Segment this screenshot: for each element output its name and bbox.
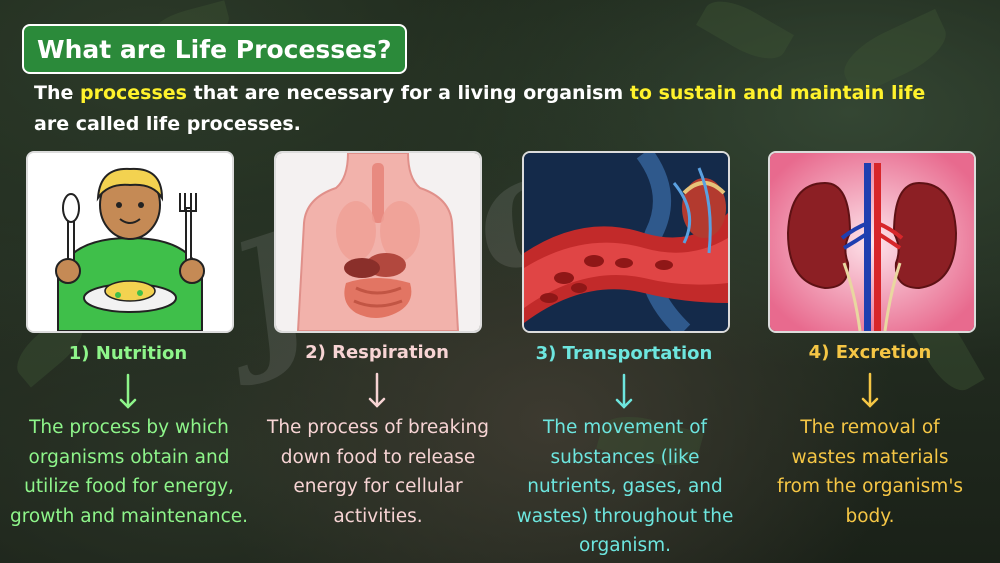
description-respiration: The process of breaking down food to rel… — [267, 417, 489, 527]
boy-eating-icon — [28, 153, 232, 331]
human-torso-organs-icon — [276, 153, 480, 331]
highlight-sustain: to sustain and maintain life — [629, 82, 926, 104]
kidneys-icon — [770, 153, 974, 331]
respiration-image — [274, 151, 482, 333]
arrow-down-icon — [368, 372, 386, 408]
label-nutrition: 1) Nutrition — [68, 343, 188, 364]
excretion-image — [768, 151, 976, 333]
label-transportation: 3) Transportation — [535, 343, 713, 364]
description-transportation: The movement of substances (like nutrien… — [516, 417, 734, 556]
blood-vessel-heart-icon — [524, 153, 728, 331]
description-nutrition: The process by which organisms obtain an… — [9, 417, 249, 527]
label-excretion: 4) Excretion — [808, 342, 932, 363]
background-leaf — [696, 0, 794, 70]
transportation-image — [522, 151, 730, 333]
slide-title: What are Life Processes? — [22, 24, 407, 74]
label-respiration: 2) Respiration — [305, 342, 449, 363]
arrow-down-icon — [119, 373, 137, 409]
highlight-processes: processes — [80, 82, 187, 104]
nutrition-image — [26, 151, 234, 333]
arrow-down-icon — [861, 372, 879, 408]
intro-text: The processes that are necessary for a l… — [34, 82, 926, 135]
description-excretion: The removal of wastes materials from the… — [776, 417, 964, 527]
arrow-down-icon — [615, 373, 633, 409]
